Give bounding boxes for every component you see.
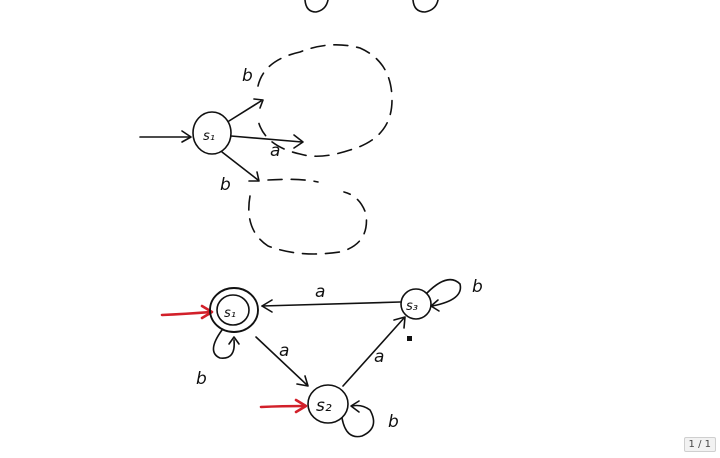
upper-state-s1-label: s₁ [203, 129, 215, 144]
s2-start-arrow [259, 404, 307, 409]
state-s1-outer [209, 287, 259, 333]
edge-s3-s1-label: a [315, 282, 325, 302]
edge-s2-s3-head [393, 316, 406, 329]
s2-self-loop [341, 404, 375, 438]
state-s1-label: s₁ [224, 306, 236, 321]
edge-s1-s2 [255, 336, 308, 386]
s3-self-loop-head [430, 299, 440, 312]
upper-edge-a-mid [230, 135, 303, 143]
s3-self-loop [426, 278, 462, 307]
partial-state-top-left [304, 0, 329, 13]
upper-edge-a-mid-head [293, 134, 304, 149]
upper-edge-b-upper [228, 100, 262, 122]
upper-dashed-region-top [257, 44, 393, 158]
s2-self-loop-label: b [388, 412, 399, 432]
state-s1-inner [216, 294, 250, 326]
upper-edge-a-mid-label: a [270, 141, 280, 161]
s1-self-loop [212, 329, 236, 359]
state-s2 [307, 384, 349, 424]
upper-start-arrowhead [181, 130, 192, 143]
s1-start-arrowhead [200, 304, 214, 320]
s1-self-loop-head [228, 336, 240, 345]
edge-s3-s1 [261, 301, 401, 307]
upper-state-s1 [192, 111, 232, 155]
cursor-dot [407, 336, 412, 341]
partial-state-top-right [412, 0, 439, 13]
s1-start-arrow [160, 310, 213, 317]
s3-self-loop-label: b [472, 277, 483, 297]
state-s3 [400, 288, 432, 320]
upper-diagram: s₁ b a b [139, 44, 393, 255]
edge-s2-s3-label: a [374, 347, 384, 367]
upper-edge-b-lower-head [248, 171, 260, 182]
state-s2-label: s₂ [316, 396, 332, 416]
edge-s3-s1-head [261, 299, 273, 313]
state-s3-label: s₃ [406, 299, 418, 314]
edge-s1-s2-label: a [279, 341, 289, 361]
lower-diagram: s₁ b s₃ b a s₂ a a b [160, 277, 483, 438]
page-counter: 1 / 1 [683, 437, 716, 452]
upper-dashed-region-bottom [248, 178, 368, 255]
upper-edge-b-upper-head [253, 98, 264, 109]
upper-edge-b-lower [221, 151, 259, 181]
upper-edge-b-lower-label: b [220, 175, 231, 195]
s1-self-loop-label: b [196, 369, 207, 389]
upper-edge-b-upper-label: b [242, 66, 253, 86]
edge-s1-s2-head [296, 375, 309, 387]
s2-start-arrowhead [294, 398, 308, 414]
s2-self-loop-head [350, 400, 360, 413]
edge-s2-s3 [342, 317, 405, 387]
